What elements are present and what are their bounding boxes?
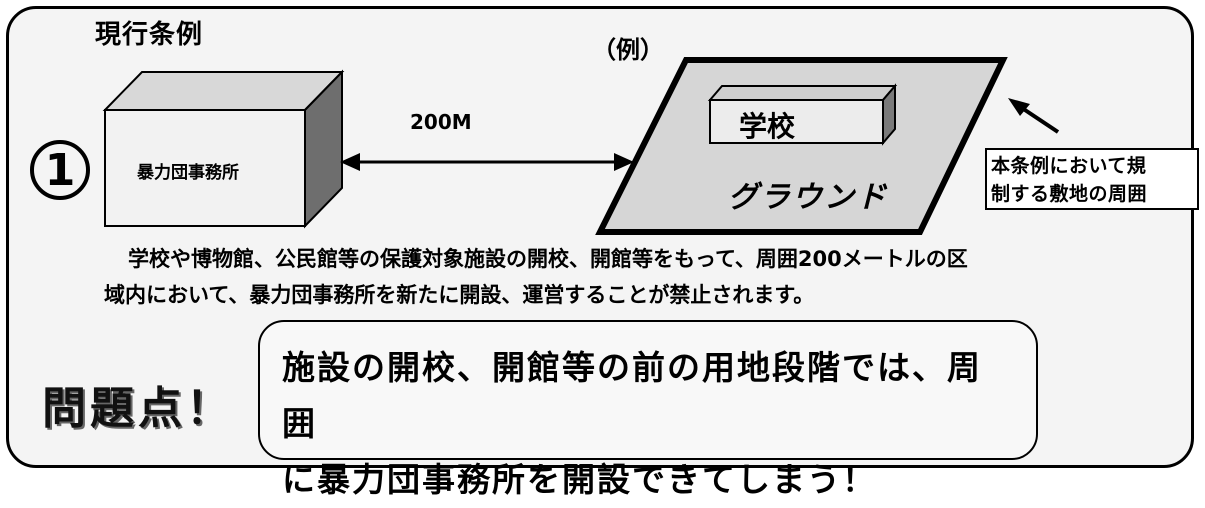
diagram-graphics <box>102 57 1060 235</box>
example-label: （例） <box>592 36 664 64</box>
office-label: 暴力団事務所 <box>137 163 239 183</box>
regulated-area-callout: 本条例において規 制する敷地の周囲 <box>985 148 1199 210</box>
office-building-cube <box>102 69 345 229</box>
problem-line-1: 施設の開校、開館等の前の用地段階では、周囲 <box>282 348 982 443</box>
callout-line-2: 制する敷地の周囲 <box>991 183 1148 205</box>
school-label: 学校 <box>739 110 796 143</box>
description-line-1: 学校や博物館、公民館等の保護対象施設の開校、開館等をもって、周囲200メートルの… <box>128 247 968 271</box>
problem-label: 問題点！ <box>42 383 234 434</box>
distance-label: 200M <box>410 110 472 134</box>
callout-line-1: 本条例において規 <box>991 155 1147 177</box>
problem-statement-box: 施設の開校、開館等の前の用地段階では、周囲 に暴力団事務所を開設できてしまう！ <box>258 320 1038 499</box>
item-number-badge: 1 <box>30 140 90 200</box>
distance-double-arrow <box>340 153 634 171</box>
school-building-block <box>707 83 898 146</box>
problem-line-2: に暴力団事務所を開設できてしまう！ <box>282 460 877 499</box>
page-title: 現行条例 <box>95 20 204 50</box>
ground-label: グラウンド <box>728 180 888 215</box>
callout-pointer-arrow <box>1008 98 1060 134</box>
school-ground-parallelogram <box>595 57 1008 235</box>
description-line-2: 域内において、暴力団事務所を新たに開設、運営することが禁止されます。 <box>104 283 815 307</box>
